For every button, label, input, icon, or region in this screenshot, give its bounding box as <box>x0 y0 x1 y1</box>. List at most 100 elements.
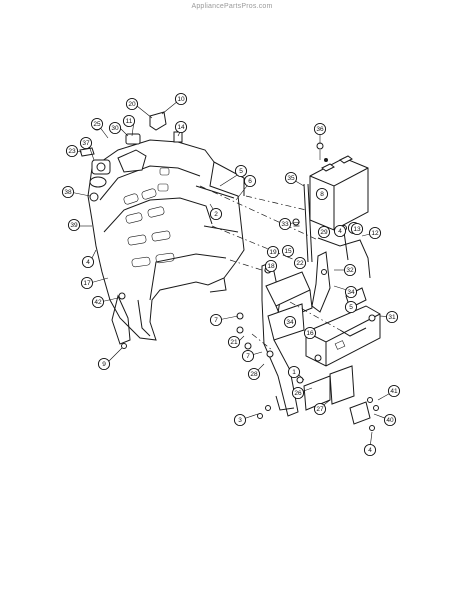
callout-number: 9 <box>102 361 106 368</box>
callout-number: 17 <box>83 280 91 287</box>
callout-11: 11 <box>122 114 136 128</box>
callout-number: 30 <box>111 125 119 132</box>
callout-number: 25 <box>93 121 101 128</box>
callout-4: 4 <box>333 224 347 238</box>
callout-38: 38 <box>61 185 75 199</box>
callout-27: 27 <box>313 402 327 416</box>
callout-22: 22 <box>293 256 307 270</box>
callout-3: 3 <box>233 413 247 427</box>
callout-number: 39 <box>70 222 78 229</box>
callout-15: 15 <box>281 244 295 258</box>
callout-20: 20 <box>125 97 139 111</box>
callout-number: 15 <box>284 248 292 255</box>
callout-5: 5 <box>344 300 358 314</box>
callout-labels: 2010113014253723383941742956236835332947… <box>61 92 401 457</box>
callout-21: 21 <box>227 335 241 349</box>
callout-1: 1 <box>287 365 301 379</box>
callout-number: 6 <box>248 178 252 185</box>
callout-number: 20 <box>128 101 136 108</box>
callout-14: 14 <box>174 120 188 134</box>
callout-number: 29 <box>320 229 328 236</box>
callout-number: 8 <box>320 191 324 198</box>
callout-31: 31 <box>385 310 399 324</box>
callout-number: 12 <box>371 230 379 237</box>
callout-28: 28 <box>247 367 261 381</box>
callout-16: 16 <box>303 326 317 340</box>
ignition-switch-parts <box>79 111 183 202</box>
callout-34: 34 <box>344 285 358 299</box>
callout-number: 32 <box>346 267 354 274</box>
callout-number: 7 <box>246 353 250 360</box>
callout-number: 4 <box>86 259 90 266</box>
callout-7: 7 <box>241 349 255 363</box>
callout-number: 11 <box>126 118 133 125</box>
battery <box>309 142 369 231</box>
callout-40: 40 <box>383 413 397 427</box>
callout-30: 30 <box>108 121 122 135</box>
callout-number: 5 <box>349 304 353 311</box>
callout-6: 6 <box>243 174 257 188</box>
callout-number: 4 <box>338 228 342 235</box>
callout-34: 34 <box>283 315 297 329</box>
callout-number: 5 <box>239 168 243 175</box>
callout-number: 22 <box>296 260 304 267</box>
callout-number: 38 <box>64 189 72 196</box>
callout-number: 40 <box>386 417 394 424</box>
callout-36: 36 <box>313 122 327 136</box>
callout-number: 34 <box>286 319 294 326</box>
callout-13: 13 <box>350 222 364 236</box>
callout-number: 4 <box>368 447 372 454</box>
callout-number: 27 <box>316 406 324 413</box>
callout-number: 28 <box>250 371 258 378</box>
callout-number: 41 <box>390 388 398 395</box>
callout-8: 8 <box>315 187 329 201</box>
callout-23: 23 <box>65 144 79 158</box>
callout-number: 33 <box>281 221 289 228</box>
callout-9: 9 <box>97 357 111 371</box>
callout-37: 37 <box>79 136 93 150</box>
site-watermark: AppliancePartsPros.com <box>191 3 273 10</box>
callout-26: 26 <box>291 386 305 400</box>
vent-slots <box>123 167 175 268</box>
callout-42: 42 <box>91 295 105 309</box>
callout-number: 35 <box>287 175 295 182</box>
callout-number: 23 <box>68 148 76 155</box>
callout-29: 29 <box>317 225 331 239</box>
callout-number: 10 <box>177 96 185 103</box>
callout-number: 37 <box>82 140 90 147</box>
callout-4: 4 <box>363 443 377 457</box>
callout-number: 18 <box>267 263 275 270</box>
callout-32: 32 <box>343 263 357 277</box>
callout-4: 4 <box>81 255 95 269</box>
callout-number: 2 <box>214 211 218 218</box>
callout-number: 1 <box>292 369 296 376</box>
callout-19: 19 <box>266 245 280 259</box>
dashboard-panel <box>87 139 245 345</box>
callout-number: 34 <box>347 289 355 296</box>
callout-number: 42 <box>94 299 102 306</box>
callout-number: 16 <box>306 330 314 337</box>
callout-number: 3 <box>238 417 242 424</box>
callout-39: 39 <box>67 218 81 232</box>
callout-number: 14 <box>177 124 185 131</box>
callout-25: 25 <box>90 117 104 131</box>
callout-number: 31 <box>388 314 396 321</box>
hardware-bolts <box>118 269 379 431</box>
callout-7: 7 <box>209 313 223 327</box>
callout-18: 18 <box>264 259 278 273</box>
callout-number: 21 <box>230 339 238 346</box>
callout-number: 36 <box>316 126 324 133</box>
callout-number: 7 <box>214 317 218 324</box>
callout-number: 13 <box>353 226 361 233</box>
callout-5: 5 <box>234 164 248 178</box>
callout-35: 35 <box>284 171 298 185</box>
callout-10: 10 <box>174 92 188 106</box>
callout-12: 12 <box>368 226 382 240</box>
callout-number: 19 <box>269 249 277 256</box>
callout-2: 2 <box>209 207 223 221</box>
callout-33: 33 <box>278 217 292 231</box>
callout-41: 41 <box>387 384 401 398</box>
callout-17: 17 <box>80 276 94 290</box>
